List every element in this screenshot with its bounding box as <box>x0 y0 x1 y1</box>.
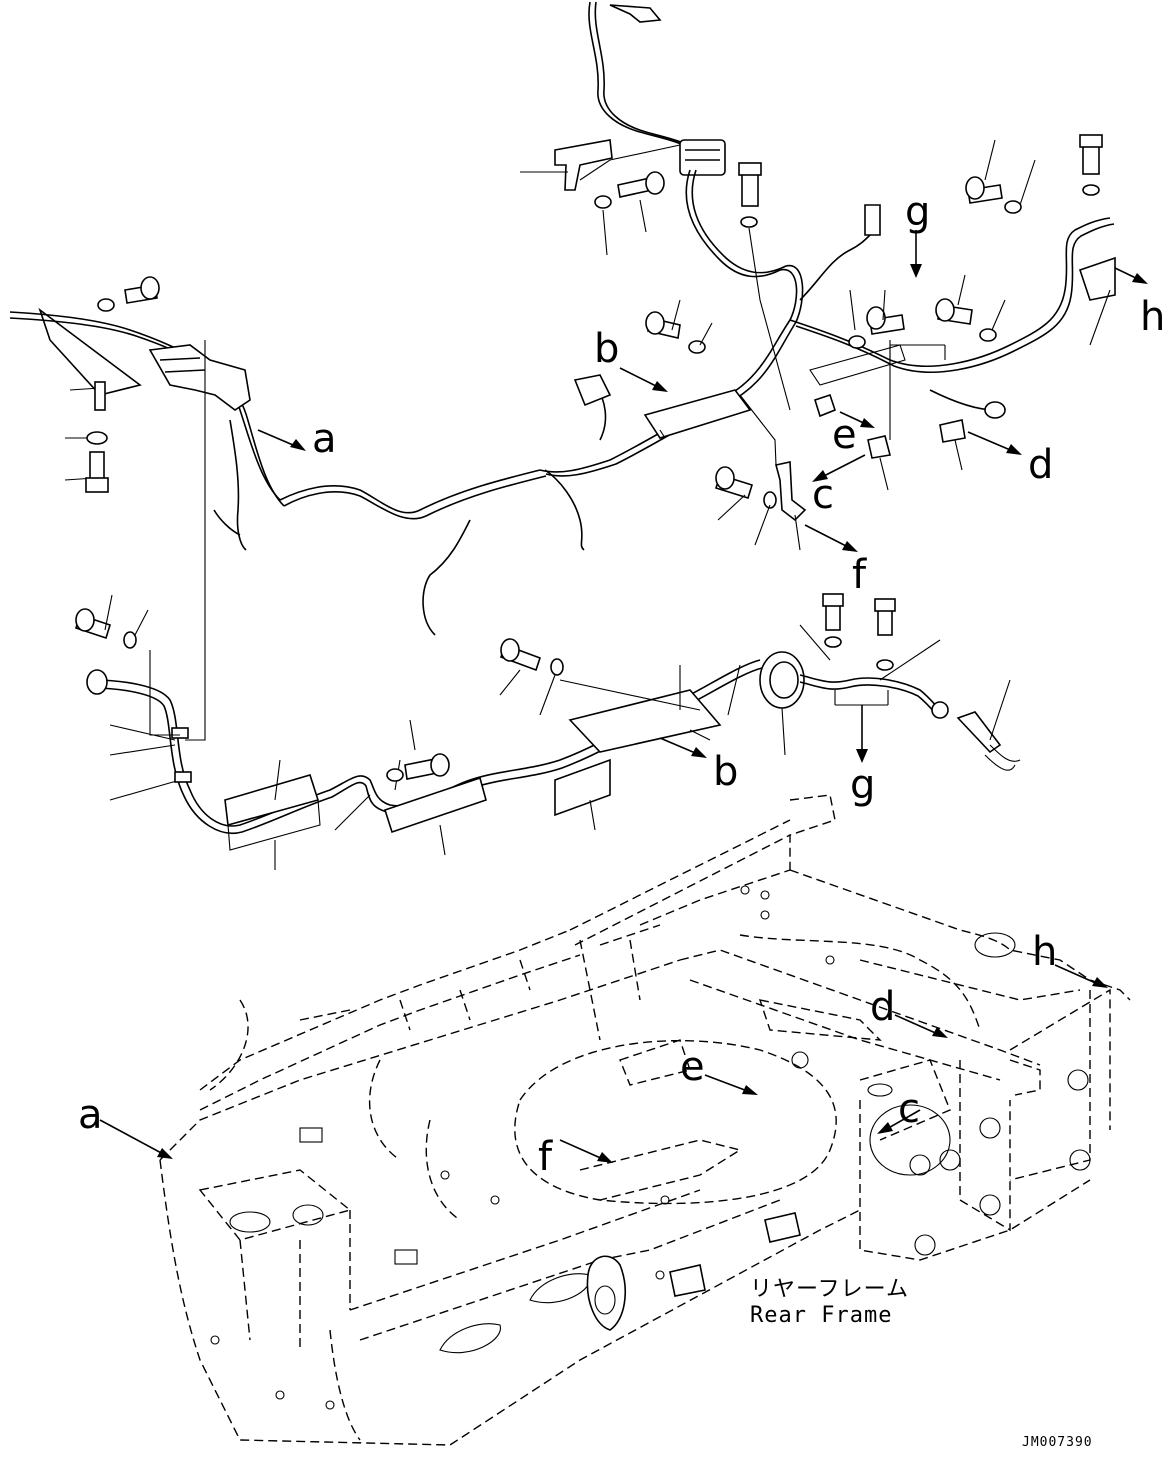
callout-f-upper: f <box>852 552 867 598</box>
clip-d <box>939 419 966 443</box>
upper-wiring-harness <box>9 1 1116 741</box>
connector-upright <box>864 204 881 236</box>
bracket-top <box>554 139 613 191</box>
callout-h-upper: h <box>1140 294 1163 340</box>
frame-caption: リヤーフレーム Rear Frame <box>750 1277 909 1328</box>
callout-c-upper: c <box>812 472 834 518</box>
washer-icon <box>824 636 842 648</box>
protector-b-upper <box>643 389 752 439</box>
connector-end-left <box>86 669 108 695</box>
bolt-icon <box>866 306 905 335</box>
washer-icon <box>97 298 115 312</box>
bracket-h <box>1078 256 1116 301</box>
bolt-icon <box>617 171 665 198</box>
washer-icon <box>594 195 612 209</box>
bolt-icon <box>965 176 1003 204</box>
protector-sleeve-3 <box>554 758 611 817</box>
callout-d-frame: d <box>870 984 895 1030</box>
clip-f <box>775 461 807 522</box>
callout-f-frame: f <box>538 1134 553 1180</box>
rear-frame <box>159 794 1131 1446</box>
callout-h-frame: h <box>1032 929 1057 975</box>
bolt-icon <box>124 276 160 304</box>
connector-block <box>679 139 726 176</box>
protector-b-lower <box>568 689 722 753</box>
plug-right <box>956 711 1002 754</box>
washer-icon <box>86 431 108 445</box>
clip-e <box>814 393 836 418</box>
callout-labels-frame: a c d e f h <box>78 929 1057 1180</box>
bolt-icon <box>1079 134 1103 175</box>
bolt-icon <box>738 162 762 207</box>
protector-sleeve-1 <box>224 774 320 827</box>
callout-labels-upper: a b b c d e f g g h <box>312 189 1163 808</box>
washer-icon <box>550 658 564 676</box>
bolt-icon <box>75 608 111 640</box>
callout-c-frame: c <box>898 1086 920 1132</box>
washer-icon <box>740 216 758 228</box>
washer-icon <box>1004 200 1022 214</box>
lower-wiring-harness <box>75 593 1021 870</box>
callout-d-upper: d <box>1028 442 1053 488</box>
washer-icon <box>386 768 404 782</box>
callout-e-frame: e <box>680 1044 705 1090</box>
bolt-icon <box>85 451 109 493</box>
connector-middle <box>573 374 612 407</box>
callout-b-upper: b <box>594 326 619 372</box>
connector-cluster-left <box>148 344 251 411</box>
washer-icon <box>688 340 706 354</box>
callout-a-upper: a <box>312 416 337 462</box>
bolt-icon <box>715 466 753 500</box>
washer-icon <box>876 659 894 671</box>
bolt-icon <box>935 298 973 325</box>
drawing-code: JM007390 <box>1022 1435 1093 1450</box>
bolt-icon <box>874 598 896 636</box>
bolt-icon <box>645 311 681 339</box>
washer-icon <box>763 491 777 509</box>
washer-icon <box>848 335 866 349</box>
frame-label-jp: リヤーフレーム <box>750 1277 909 1302</box>
washer-icon <box>1082 184 1100 196</box>
callout-g-upper: g <box>905 189 930 235</box>
bolt-icon <box>499 638 542 672</box>
washer-icon <box>123 631 137 649</box>
connector-end-right <box>931 701 949 719</box>
protector-sleeve-2 <box>383 776 487 834</box>
clip-left <box>94 381 106 411</box>
callout-arrows <box>99 230 1148 1163</box>
washer-icon <box>979 328 997 342</box>
callout-b-lower: b <box>713 749 738 795</box>
frame-label-en: Rear Frame <box>750 1303 892 1328</box>
bolt-icon <box>822 593 844 631</box>
tow-hook <box>586 1255 626 1331</box>
callout-g-lower: g <box>850 762 875 808</box>
bolt-icon <box>404 753 450 780</box>
clip-c <box>867 435 891 459</box>
callout-a-frame: a <box>78 1092 103 1138</box>
callout-e-upper: e <box>832 412 857 458</box>
